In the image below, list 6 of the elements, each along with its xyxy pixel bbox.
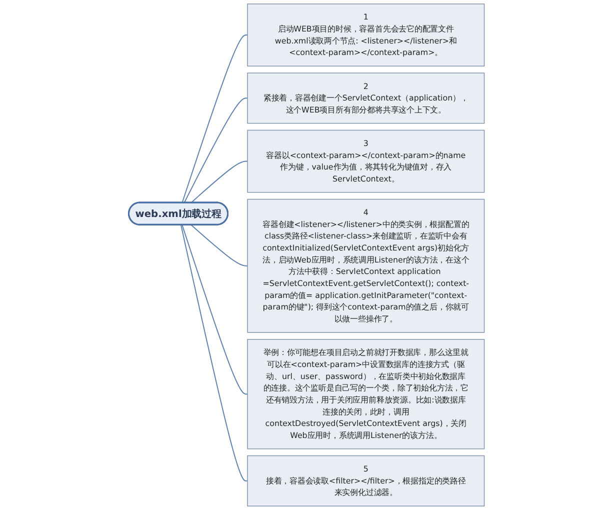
connector <box>190 160 248 204</box>
connector <box>190 224 248 266</box>
connector <box>182 224 248 395</box>
connector <box>184 98 248 204</box>
connector <box>182 34 248 204</box>
connector <box>180 224 248 482</box>
